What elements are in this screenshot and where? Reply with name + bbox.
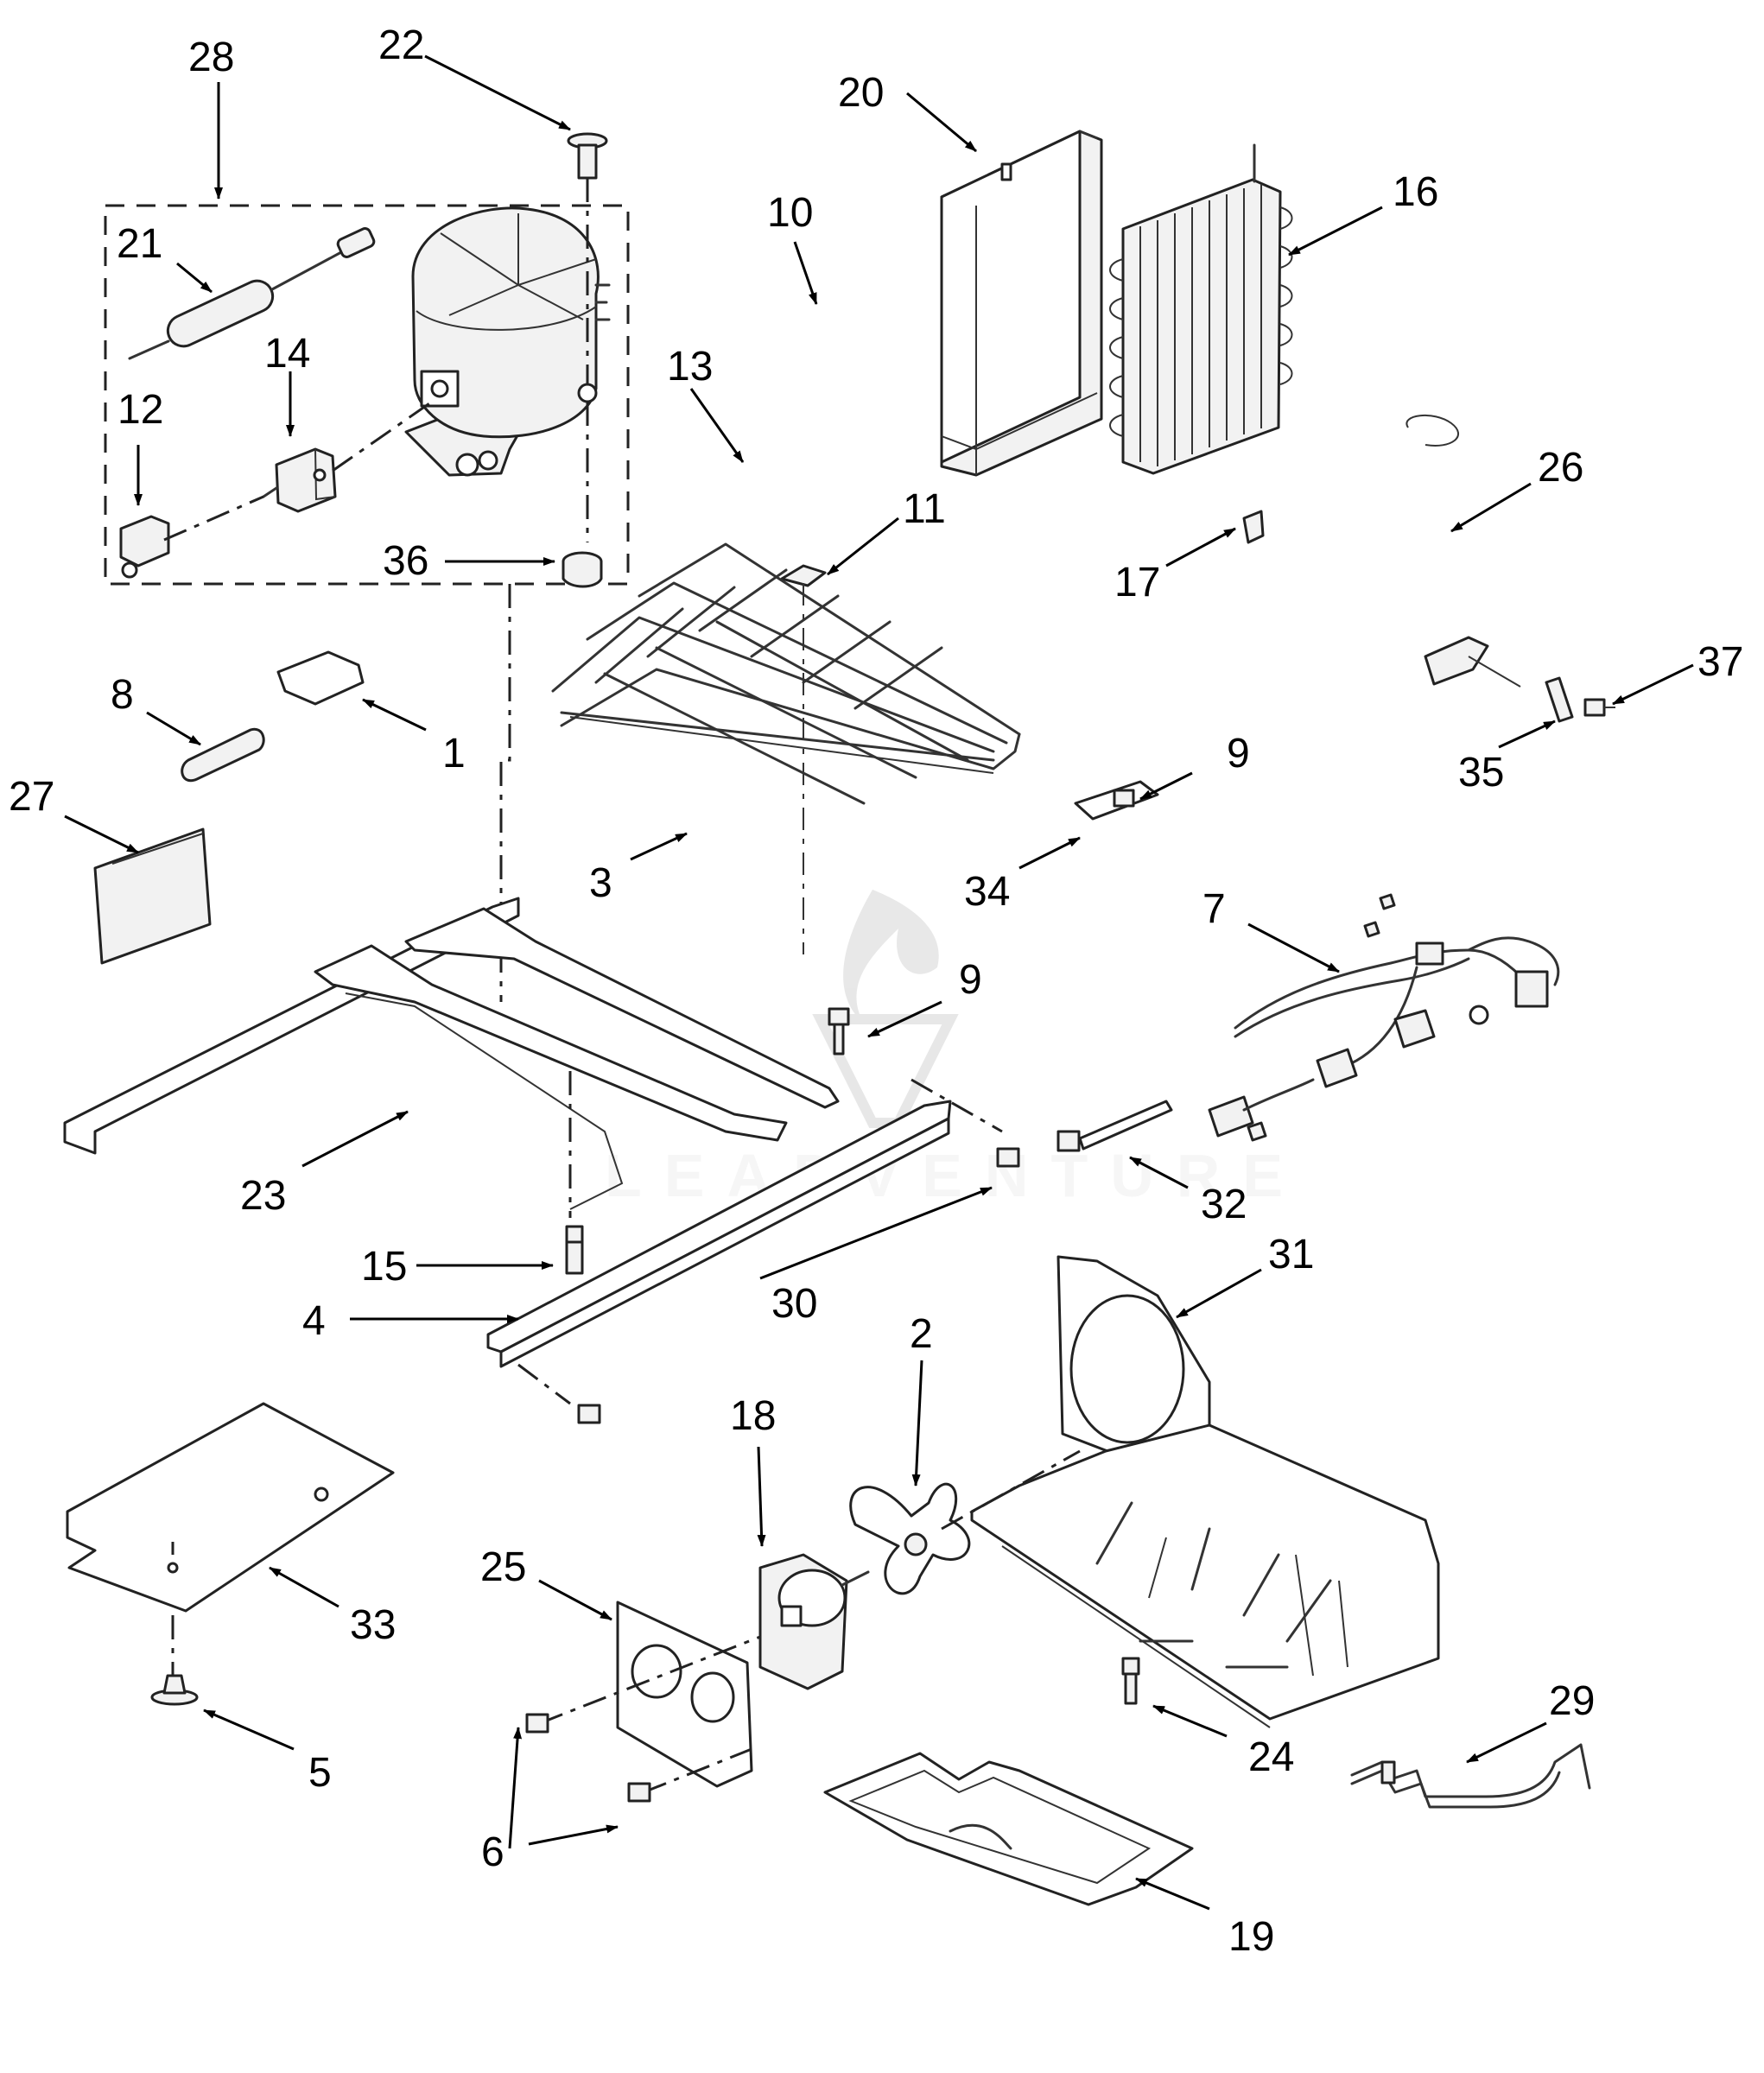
- defrost-heater-part: [1405, 414, 1521, 688]
- fan-shroud-part: [970, 1255, 1440, 1728]
- callout-31: 31: [1268, 1232, 1314, 1277]
- condenser-part: [551, 542, 1021, 805]
- callout-24: 24: [1248, 1734, 1294, 1780]
- callout-14: 14: [264, 331, 310, 377]
- compressor-assembly-box: [104, 204, 630, 1002]
- callout-3: 3: [589, 860, 612, 906]
- callout-7: 7: [1202, 886, 1226, 932]
- callout-23: 23: [240, 1173, 286, 1219]
- evaporator-part: [1109, 143, 1293, 475]
- callout-27: 27: [9, 774, 54, 820]
- start-relay-part: [262, 400, 433, 513]
- callout-22: 22: [378, 22, 424, 68]
- callout-11: 11: [903, 486, 946, 532]
- grommet-stud-part: [567, 132, 608, 542]
- suction-tube-part: [766, 313, 920, 461]
- callout-15: 15: [361, 1244, 407, 1290]
- filter-drier-part: [128, 227, 376, 360]
- fan-blade-part: [849, 1449, 1081, 1595]
- watermark-text: LEADVENTURE: [605, 1142, 1305, 1209]
- callout-17: 17: [1114, 560, 1160, 605]
- callout-37: 37: [1697, 639, 1743, 685]
- callout-35: 35: [1458, 750, 1504, 796]
- callout-12: 12: [117, 387, 163, 433]
- callout-25: 25: [480, 1544, 526, 1590]
- callout-18: 18: [730, 1393, 776, 1439]
- callout-36: 36: [383, 538, 428, 584]
- callout-33: 33: [350, 1602, 396, 1648]
- push-pin-part: [150, 1674, 199, 1706]
- callout-32: 32: [1201, 1182, 1247, 1227]
- wire-harness-part: [1208, 893, 1560, 1142]
- callout-19: 19: [1228, 1914, 1274, 1960]
- overload-part: [119, 495, 264, 579]
- retainer-clip-part: [780, 564, 827, 954]
- callout-29: 29: [1549, 1678, 1595, 1724]
- insulation-sheet-part: [66, 1402, 395, 1676]
- frame-rails-part: [63, 897, 1003, 1405]
- drain-pan-part: [823, 1752, 1194, 1906]
- bracket-screws-part: [525, 1713, 651, 1803]
- callout-6: 6: [481, 1829, 504, 1875]
- fan-motor-part: [758, 1553, 870, 1690]
- callout-1: 1: [442, 731, 466, 777]
- callout-34: 34: [964, 869, 1010, 915]
- callout-5: 5: [308, 1750, 332, 1796]
- clip-screw-part: [1545, 676, 1615, 723]
- callout-10: 10: [767, 190, 813, 236]
- drain-tube-part: [684, 429, 747, 512]
- callout-21: 21: [117, 221, 162, 267]
- callout-28: 28: [188, 35, 234, 80]
- callout-9b: 9: [959, 957, 982, 1003]
- evaporator-cover-part: [940, 130, 1103, 477]
- callout-9: 9: [1227, 731, 1250, 777]
- defrost-tube-part: [1350, 1743, 1591, 1809]
- callouts: 28 22 20 10 16 21 14 12 13 11 26 36 17 3…: [9, 22, 1743, 1960]
- control-board-part: [93, 827, 212, 965]
- gasket-part: [276, 650, 365, 706]
- grommet-part: [562, 551, 603, 588]
- screws-part: [565, 1007, 1140, 1705]
- compressor-part: [404, 206, 611, 477]
- leader-lines: [64, 54, 1694, 1911]
- motor-bracket-part: [539, 1601, 761, 1794]
- clip-part: [1242, 510, 1265, 544]
- bracket-part: [1074, 780, 1159, 821]
- callout-20: 20: [838, 70, 884, 116]
- callout-30: 30: [771, 1281, 817, 1327]
- cable-tie-part: [1056, 1100, 1173, 1152]
- callout-26: 26: [1538, 445, 1583, 491]
- callout-4: 4: [302, 1298, 326, 1344]
- callout-2: 2: [910, 1311, 933, 1357]
- callout-13: 13: [667, 344, 713, 390]
- sleeve-part: [181, 727, 265, 783]
- callout-16: 16: [1393, 169, 1438, 215]
- callout-8: 8: [111, 672, 134, 718]
